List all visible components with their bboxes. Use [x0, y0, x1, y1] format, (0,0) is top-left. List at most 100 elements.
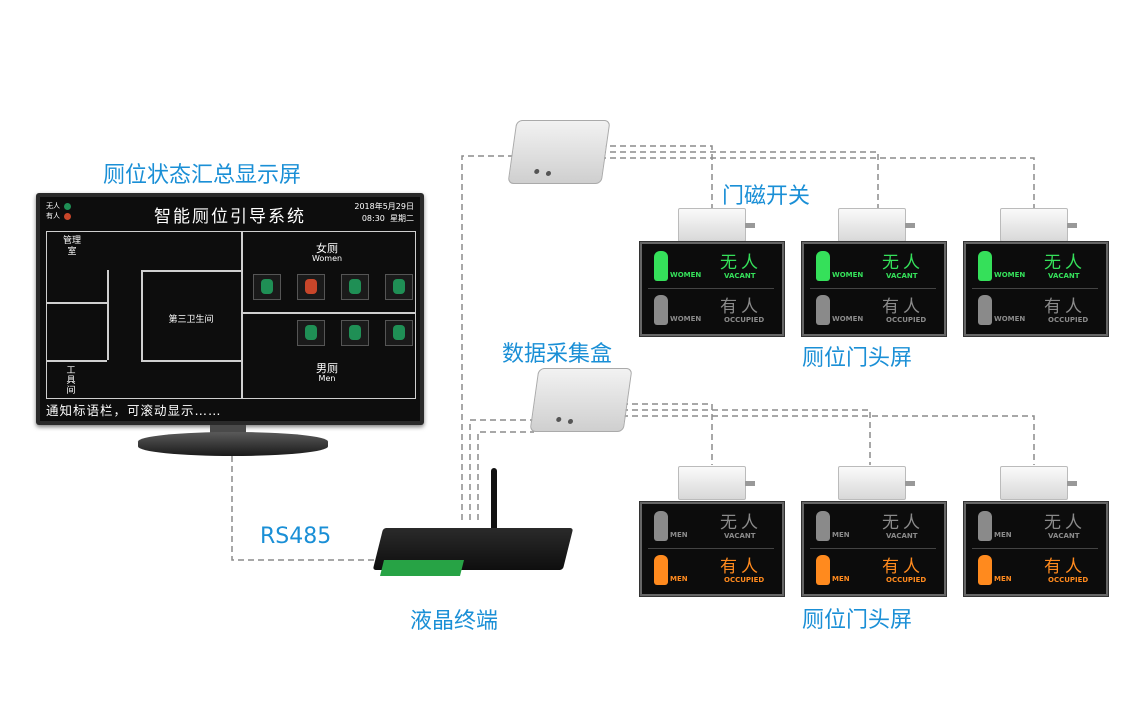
gender-text: MEN — [832, 531, 850, 539]
door-screen-label-1: 厕位门头屏 — [802, 346, 913, 371]
stall-occupied — [297, 274, 325, 300]
men-title-en: Men — [318, 374, 336, 383]
gender-text: WOMEN — [994, 271, 1026, 279]
rs485-line — [231, 426, 378, 561]
women-figure-icon — [978, 251, 992, 281]
gender-text: MEN — [670, 531, 688, 539]
women-title-en: Women — [311, 254, 343, 263]
notice-ticker: 通知标语栏，可滚动显示…… — [46, 403, 222, 418]
men-figure-icon — [654, 555, 668, 585]
monitor-weekday: 星期二 — [390, 214, 414, 223]
door-switch-1 — [678, 208, 755, 242]
vacant-cn: 无人 — [1044, 513, 1086, 533]
occupied-cn: 有人 — [720, 557, 762, 577]
terminal-label: 液晶终端 — [410, 609, 499, 634]
vacant-en: VACANT — [724, 532, 756, 540]
door-switch-4 — [678, 466, 755, 500]
men-figure-icon — [978, 555, 992, 585]
vacant-cn: 无人 — [720, 253, 762, 273]
stall-vacant — [297, 320, 325, 346]
legend-occupied-dot — [64, 212, 72, 220]
terminal-to-box2-line-b — [477, 431, 534, 520]
stall-vacant — [341, 320, 369, 346]
box2-to-switch5 — [622, 409, 871, 465]
terminal-antenna — [491, 468, 497, 534]
room-tools: 工具间 — [66, 366, 76, 396]
vacant-en: VACANT — [1048, 272, 1080, 280]
legend-vacant-dot — [64, 202, 72, 210]
door-screen-label-2: 厕位门头屏 — [802, 608, 913, 633]
stall-vacant — [341, 274, 369, 300]
vacant-cn: 无人 — [882, 513, 924, 533]
terminal-connector-block — [380, 560, 464, 576]
monitor-screen: 无人 有人 智能厕位引导系统 2018年5月29日 08:30 星期二 — [40, 197, 420, 421]
vacant-cn: 无人 — [1044, 253, 1086, 273]
gender-text: WOMEN — [832, 315, 864, 323]
door-switch-label: 门磁开关 — [722, 184, 811, 209]
box1-to-switch1 — [600, 145, 713, 208]
occupied-en: OCCUPIED — [1048, 576, 1089, 584]
summary-monitor: 无人 有人 智能厕位引导系统 2018年5月29日 08:30 星期二 — [36, 193, 424, 425]
men-figure-icon — [816, 511, 830, 541]
door-switch-6 — [1000, 466, 1077, 500]
vacant-en: VACANT — [1048, 532, 1080, 540]
gender-text: MEN — [832, 575, 850, 583]
stall-vacant — [385, 274, 413, 300]
gender-text: WOMEN — [994, 315, 1026, 323]
occupied-en: OCCUPIED — [886, 576, 927, 584]
rs485-label: RS485 — [260, 524, 332, 549]
vacant-cn: 无人 — [882, 253, 924, 273]
terminal-to-box2-line-a — [469, 419, 534, 520]
occupied-en: OCCUPIED — [886, 316, 927, 324]
data-box-label: 数据采集盒 — [502, 342, 613, 367]
stall-indicator — [393, 279, 405, 294]
women-figure-icon — [654, 295, 668, 325]
stall-indicator — [305, 325, 317, 340]
women-figure-icon — [816, 295, 830, 325]
floor-plan: 管理室 工具间 第三卫生间 女厕 Women 男厕 Men — [46, 231, 416, 399]
vacant-en: VACANT — [724, 272, 756, 280]
women-figure-icon — [654, 251, 668, 281]
vacant-en: VACANT — [886, 272, 918, 280]
occupied-cn: 有人 — [882, 557, 924, 577]
monitor-date: 2018年5月29日 — [354, 202, 414, 211]
women-title-cn: 女厕 — [316, 242, 338, 255]
data-box-1 — [507, 120, 611, 184]
gender-text: MEN — [994, 575, 1012, 583]
occupied-cn: 有人 — [1044, 557, 1086, 577]
gender-text: MEN — [994, 531, 1012, 539]
box1-to-switch3 — [600, 157, 1035, 208]
gender-text: MEN — [670, 575, 688, 583]
vacant-cn: 无人 — [720, 513, 762, 533]
box2-to-switch4 — [622, 403, 713, 465]
occupied-cn: 有人 — [720, 297, 762, 317]
women-figure-icon — [816, 251, 830, 281]
box2-to-switch6 — [622, 415, 1035, 465]
men-figure-icon — [978, 511, 992, 541]
vacant-en: VACANT — [886, 532, 918, 540]
display-screen-label: 厕位状态汇总显示屏 — [103, 163, 302, 188]
box1-to-switch2 — [600, 151, 879, 208]
occupied-cn: 有人 — [882, 297, 924, 317]
data-box-2 — [529, 368, 633, 432]
stall-indicator — [349, 325, 361, 340]
monitor-stand-base — [138, 432, 328, 456]
monitor-title: 智能厕位引导系统 — [154, 207, 306, 227]
stall-vacant — [385, 320, 413, 346]
monitor-time: 08:30 — [361, 214, 385, 223]
stall-indicator — [261, 279, 273, 294]
legend-occupied-text: 有人 — [46, 212, 60, 220]
women-figure-icon — [978, 295, 992, 325]
